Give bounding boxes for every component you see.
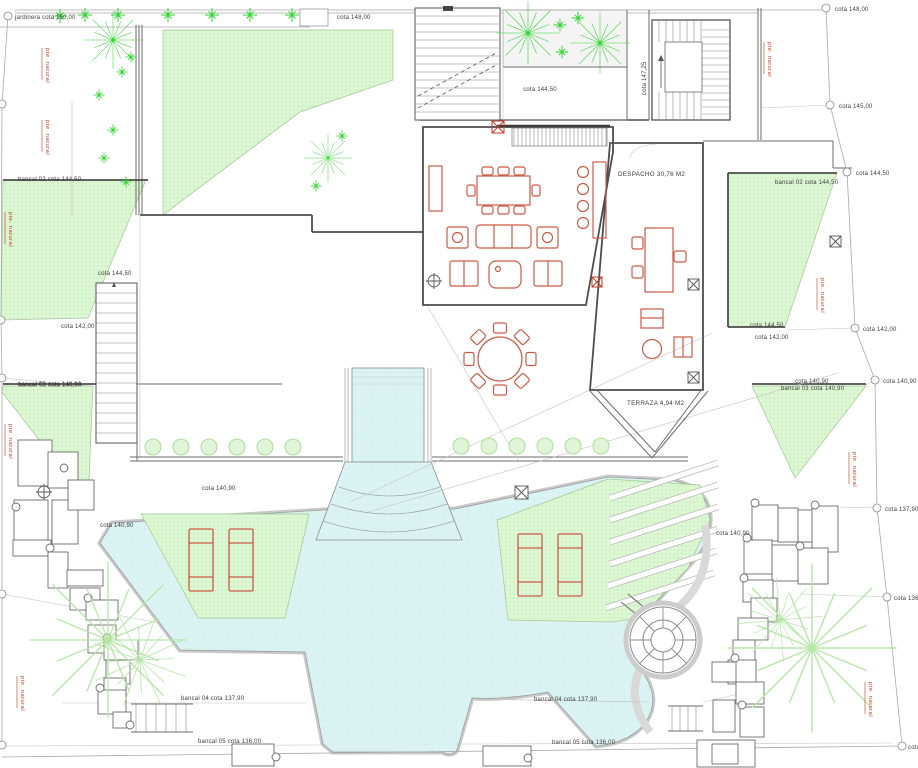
- labels-black: jardinera cota 150,00 cota 148,00 cota 1…: [14, 7, 918, 751]
- label-cota-14090-marker: cota 140,90: [883, 379, 917, 385]
- label-cota-14090-terrace: cota 140,90: [202, 486, 236, 492]
- bancal-03-right-green: [751, 385, 867, 479]
- despacho-furniture: [631, 227, 693, 360]
- label-pte-natural-2: pte. natural: [44, 120, 50, 155]
- label-cota-14090-left-low: cota 140,90: [100, 523, 134, 529]
- label-cota-148-right: cota 148,00: [835, 7, 869, 13]
- label-bancal05-left: bancal 05 cota 136,00: [198, 739, 262, 745]
- label-cota-145: cota 145,00: [839, 104, 873, 110]
- boulders-left: [11, 439, 139, 730]
- driveway-ramp: [414, 6, 501, 121]
- label-cota-148-mid: cota 148,00: [337, 15, 371, 21]
- label-bancal02-left: bancal 02 cota 144,50: [18, 177, 82, 183]
- upper-staircase: [651, 19, 731, 121]
- label-cota-clipped: cota 1: [908, 745, 918, 751]
- main-house-walls: [420, 119, 709, 459]
- label-bancal03-right: bancal 03 cota 140,90: [781, 386, 845, 392]
- jacuzzi: [620, 524, 711, 735]
- fan-steps: [315, 461, 463, 541]
- pool-island-left: [140, 513, 310, 619]
- elevation-markers: [0, 3, 907, 751]
- water-channel: [344, 367, 432, 463]
- label-pte-natural-8: pte. natural: [867, 682, 873, 717]
- left-staircase: [95, 282, 138, 444]
- label-terraza: TERRAZA 4,94 M2: [627, 400, 685, 407]
- label-bancal03-left: bancal 03 cota 140,90: [18, 382, 82, 388]
- outdoor-dining-table: [463, 322, 537, 396]
- label-cota-14090-bridge: cota 140,90: [716, 531, 750, 537]
- lower-right-stair: [668, 705, 703, 732]
- label-pte-natural-9: pte. natural: [19, 676, 25, 711]
- label-cota-142-left: cota 142,00: [61, 324, 95, 330]
- label-cota-142-marker: cota 142,00: [863, 327, 897, 333]
- label-cota-14450-right-inner: cota 144,50: [750, 323, 784, 329]
- labels-slope-red: pte. natural pte. natural pte. natural p…: [4, 42, 873, 717]
- entry-court: [502, 9, 650, 121]
- label-despacho: DESPACHO 30,76 M2: [618, 171, 685, 178]
- label-pte-natural-1: pte. natural: [44, 48, 50, 83]
- label-cota-14450-marker: cota 144,50: [856, 171, 890, 177]
- bottom-edge-rocks: [231, 739, 756, 768]
- label-pte-natural-4: pte. natural: [7, 424, 13, 459]
- label-bancal03-left-overprint: bancal 03 cota 140,90: [19, 382, 83, 388]
- label-pte-natural-7: pte. natural: [851, 452, 857, 487]
- label-bancal02-right: bancal 02 cota 144,50: [775, 180, 839, 186]
- label-cota-142-right-inner: cota 142,00: [755, 335, 789, 341]
- label-pte-natural-3: pte. natural: [7, 212, 13, 247]
- label-cota-13790-marker: cota 137,90: [885, 507, 918, 513]
- living-room-furniture: [428, 161, 607, 289]
- boulders-right: [711, 498, 839, 738]
- label-jardinera: jardinera cota 150,00: [14, 15, 76, 21]
- label-pte-natural-6: pte. natural: [819, 278, 825, 313]
- label-bancal04-left: bancal 04 cota 137,90: [181, 696, 245, 702]
- column-markers: [36, 120, 842, 500]
- bridge-slats: [604, 459, 720, 612]
- label-cota-136-marker: cota 136,00: [894, 596, 918, 602]
- label-cota-14450-left: cota 144,50: [98, 271, 132, 277]
- label-cota-14725: cota 147,25: [642, 61, 648, 95]
- lower-left-stair: [131, 703, 193, 733]
- label-bancal04-right: bancal 04 cota 137,90: [534, 697, 598, 703]
- label-pte-natural-5: pte. natural: [766, 42, 772, 77]
- label-bancal05-right: bancal 05 cota 136,00: [552, 740, 616, 746]
- garden-terrace-upper: [162, 29, 394, 216]
- label-cota-14450-court: cota 144,50: [523, 87, 557, 93]
- pool-island-right: [496, 478, 711, 623]
- label-cota-14090-right-inner: cota 140,90: [795, 379, 829, 385]
